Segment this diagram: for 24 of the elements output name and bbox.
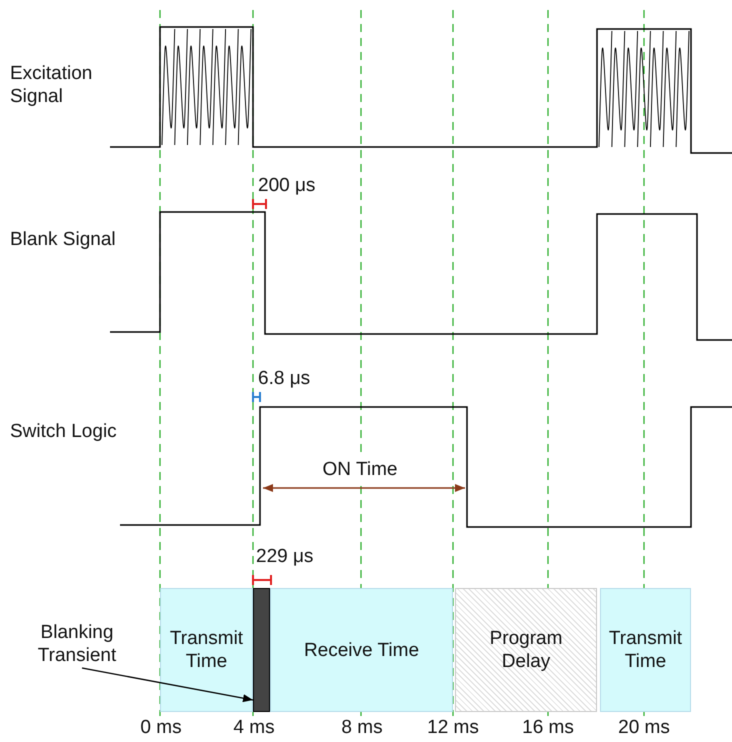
blanking-bar (253, 588, 270, 712)
band-segment (160, 588, 253, 712)
time-label: 16 ms (521, 716, 575, 739)
signal-label: Blank Signal (10, 228, 117, 251)
time-label: 0 ms (139, 716, 183, 739)
annotation-label: Blanking Transient (22, 620, 132, 668)
time-label: 8 ms (340, 716, 384, 739)
signal-label: Switch Logic (10, 420, 118, 443)
band-label: Transmit Time (608, 627, 684, 673)
band-segment (455, 588, 597, 712)
band-label: Receive Time (304, 638, 420, 662)
time-label: 20 ms (617, 716, 671, 739)
band-label: Transmit Time (168, 627, 244, 673)
band-segment (600, 588, 691, 712)
time-label: 4 ms (232, 716, 276, 739)
duration-label: ON Time (320, 458, 400, 481)
band-label: Program Delay (488, 627, 564, 673)
duration-label: 6.8 μs (258, 367, 312, 390)
signal-label: Excitation Signal (10, 62, 94, 108)
band-segment (270, 588, 453, 712)
duration-label: 229 μs (256, 545, 314, 568)
duration-label: 200 μs (258, 174, 316, 197)
leader-line (82, 667, 254, 702)
time-label: 12 ms (426, 716, 480, 739)
